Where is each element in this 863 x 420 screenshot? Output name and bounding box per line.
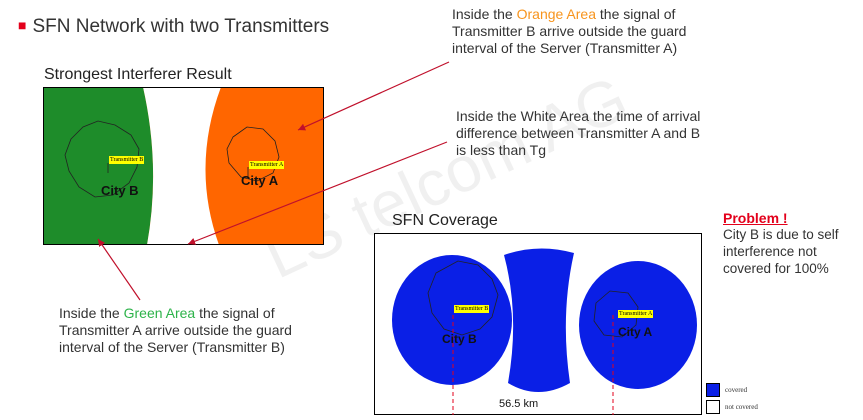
sfn-coverage-graphic: [374, 233, 702, 415]
orange-note-post: the signal of Transmitter B arrive outsi…: [452, 6, 687, 56]
legend-item-covered: covered: [706, 383, 758, 397]
white-area-note: Inside the White Area the time of arriva…: [456, 108, 701, 158]
transmitter-b-label: Transmitter B: [109, 156, 145, 164]
city-a-outline: [226, 126, 280, 182]
transmitter-a-label: Transmitter A: [249, 161, 285, 169]
legend-item-not-covered: not covered: [706, 400, 758, 414]
orange-note-highlight: Orange Area: [516, 6, 596, 22]
strongest-interferer-caption: Strongest Interferer Result: [44, 66, 232, 83]
legend-swatch-covered: [706, 383, 720, 397]
legend-swatch-not-covered: [706, 400, 720, 414]
green-note-post: the signal of Transmitter A arrive outsi…: [59, 305, 292, 355]
legend-label-not-covered: not covered: [725, 403, 758, 411]
page-title: ■ SFN Network with two Transmitters: [18, 16, 329, 38]
bullet-icon: ■: [18, 17, 27, 33]
map-border: [43, 87, 324, 245]
coverage-city-b-label: City B: [442, 332, 477, 346]
orange-note-pre: Inside the: [452, 6, 517, 22]
arrow-orange: [297, 61, 450, 131]
legend-label-covered: covered: [725, 386, 748, 394]
strongest-interferer-map: Transmitter B Transmitter A City B City …: [43, 87, 324, 245]
coverage-transmitter-a-label: Transmitter A: [618, 310, 654, 318]
green-area: [43, 87, 154, 245]
arrow-white: [187, 141, 448, 245]
green-note-pre: Inside the: [59, 305, 124, 321]
coverage-center-band: [504, 248, 574, 392]
white-area: [143, 87, 221, 245]
city-a-coverage-outline: [593, 290, 639, 338]
arrow-green: [97, 238, 141, 301]
problem-note: Problem ! City B is due to self interfer…: [723, 210, 863, 277]
distance-label: 56.5 km: [499, 398, 539, 410]
city-b-label: City B: [101, 183, 139, 198]
problem-title: Problem !: [723, 210, 788, 226]
coverage-circle-b: [392, 255, 512, 385]
green-area-note: Inside the Green Area the signal of Tran…: [59, 305, 309, 356]
city-a-label: City A: [241, 173, 279, 188]
sfn-coverage-caption: SFN Coverage: [392, 212, 498, 229]
city-b-coverage-outline: [427, 260, 499, 336]
coverage-circle-a: [579, 261, 697, 389]
orange-area-note: Inside the Orange Area the signal of Tra…: [452, 6, 692, 57]
coverage-legend: covered not covered: [706, 383, 758, 414]
problem-text: City B is due to self interference not c…: [723, 227, 839, 276]
green-note-highlight: Green Area: [123, 305, 196, 321]
coverage-city-a-label: City A: [618, 325, 653, 339]
page-title-text: SFN Network with two Transmitters: [32, 16, 330, 37]
sfn-coverage-map: Transmitter B Transmitter A City B City …: [374, 233, 702, 415]
coverage-transmitter-b-label: Transmitter B: [454, 305, 490, 313]
city-b-outline: [64, 120, 140, 198]
